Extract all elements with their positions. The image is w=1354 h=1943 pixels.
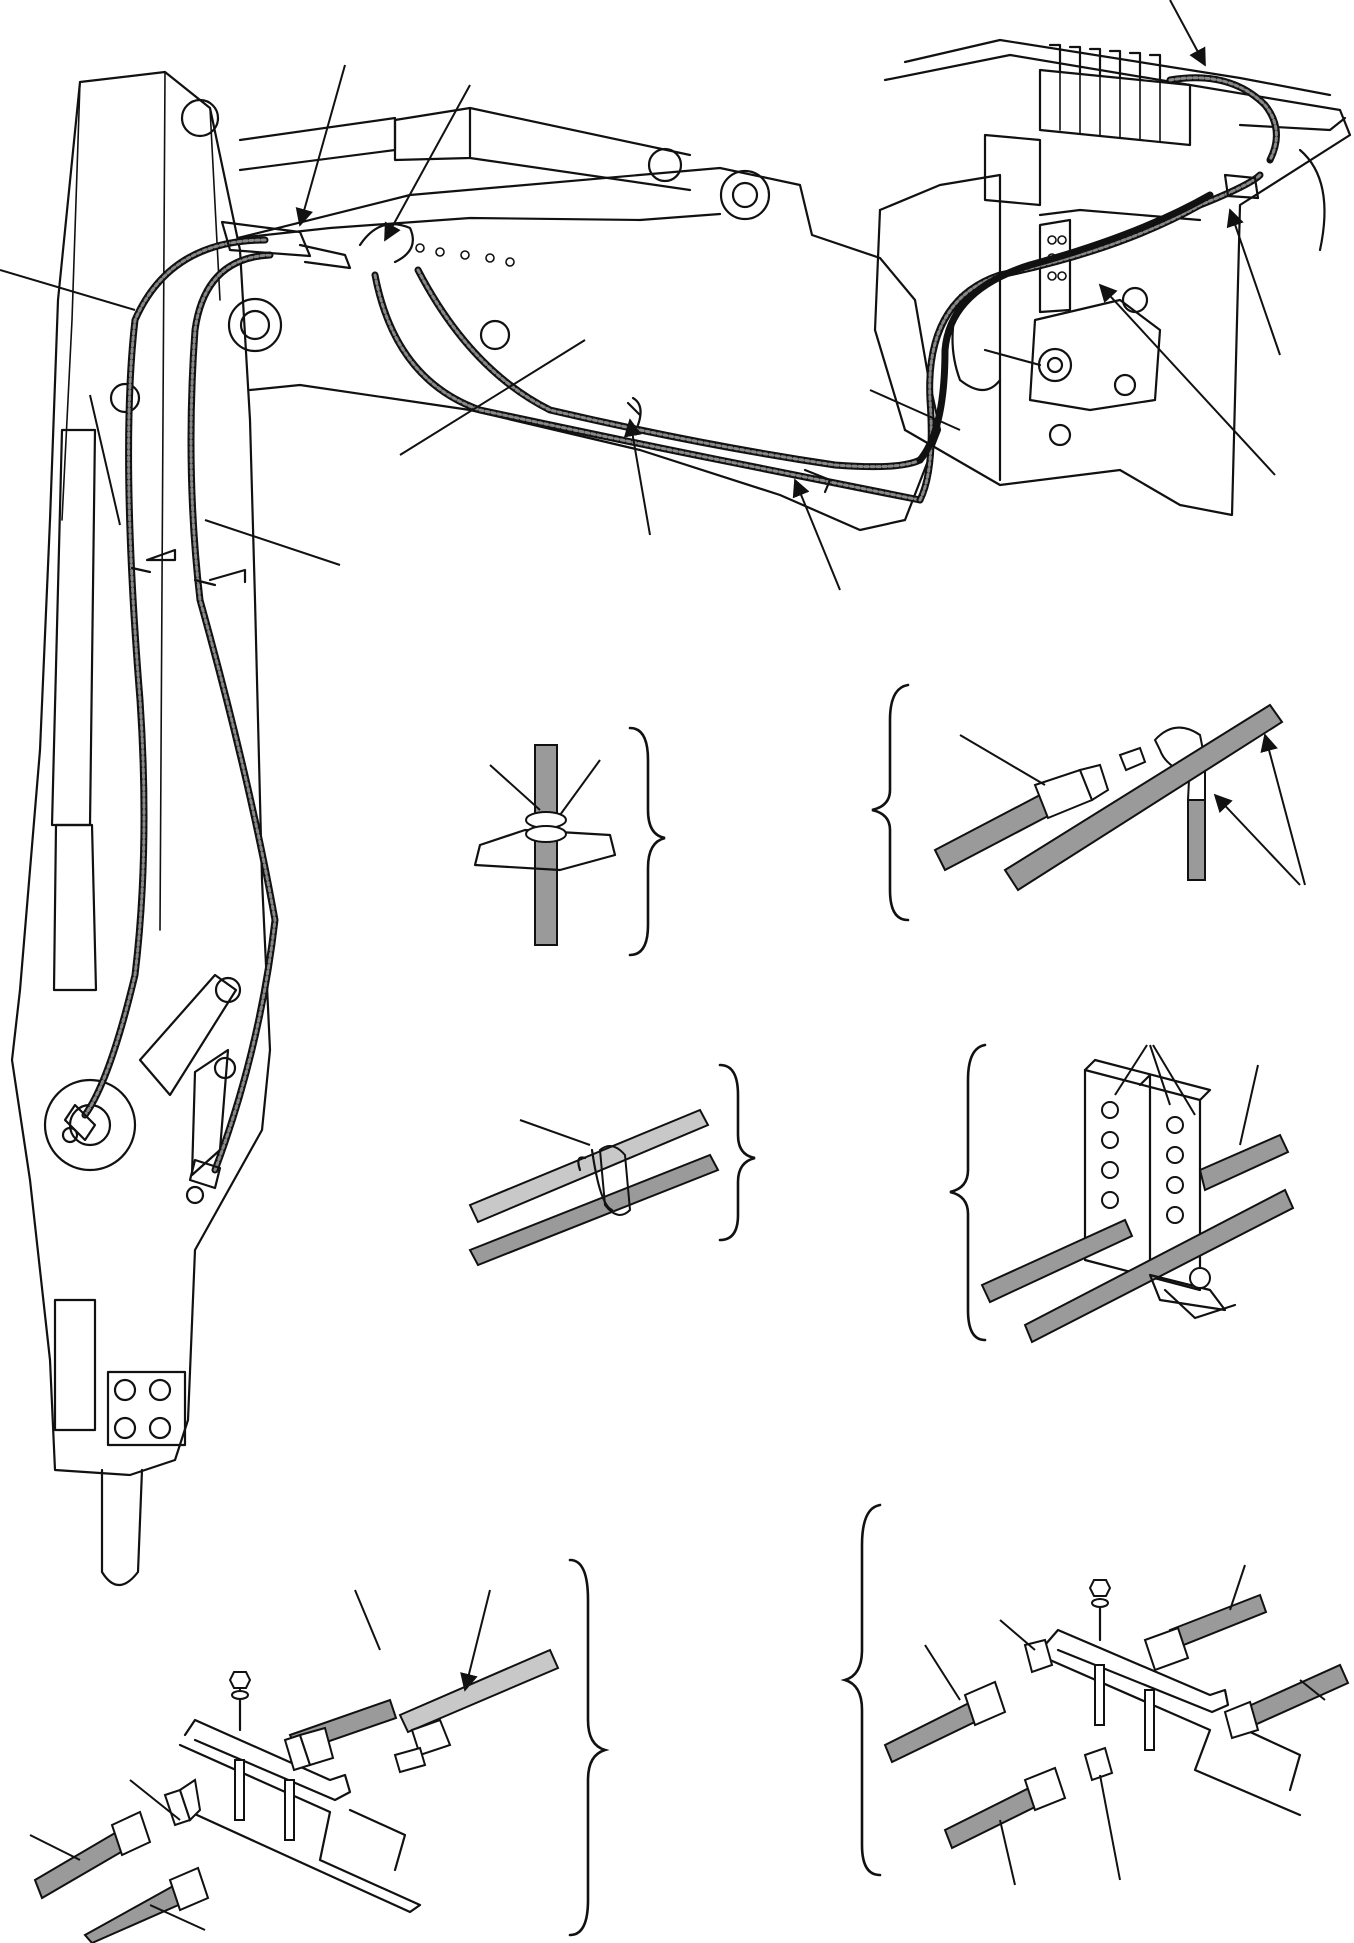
brace-icon — [949, 1043, 987, 1342]
hose-routing — [61, 74, 1280, 1205]
arrow-icon — [295, 64, 346, 227]
brace-icon — [718, 1063, 756, 1242]
brace-icon — [568, 1558, 610, 1937]
arrow-icon — [384, 84, 471, 242]
detail-bracket-left — [29, 1558, 610, 1943]
detail-cable-tie — [468, 1063, 756, 1267]
arrow-icon — [460, 1589, 491, 1692]
arrow-icon — [1098, 283, 1276, 476]
detail-clamp-plate — [949, 1043, 1295, 1344]
brace-icon — [871, 683, 910, 922]
dipper-arm — [10, 70, 283, 1587]
arrow-icon — [1226, 208, 1281, 356]
brace-icon — [840, 1503, 882, 1877]
boom — [236, 106, 942, 532]
arrow-icon — [1213, 793, 1301, 886]
callout-arrows-main — [0, 0, 1281, 591]
detail-hose-clip — [473, 726, 666, 957]
arrow-icon — [623, 418, 651, 536]
control-valve — [1038, 43, 1192, 147]
swing-frame — [873, 38, 1352, 517]
main-assembly — [0, 0, 1352, 1587]
detail-tube-elbow — [871, 683, 1306, 922]
arrow-icon — [1169, 0, 1206, 67]
arrow-icon — [1260, 733, 1306, 886]
brace-icon — [628, 726, 666, 957]
detail-bracket-right — [840, 1503, 1350, 1886]
arrow-icon — [792, 478, 841, 591]
